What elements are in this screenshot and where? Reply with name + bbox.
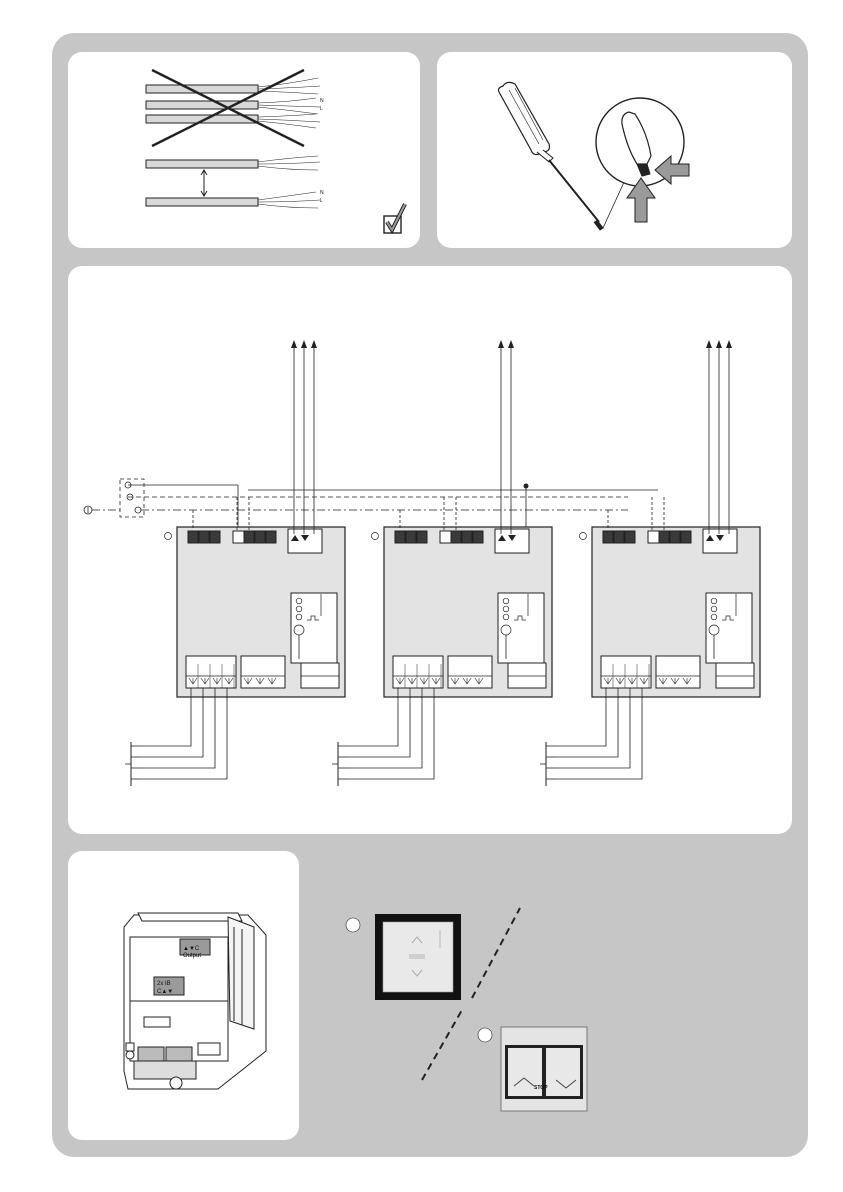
control-terminal: [440, 531, 451, 543]
earth-symbol-icon: [580, 533, 587, 540]
actuator-module-3: [540, 340, 760, 786]
program-button: [294, 625, 304, 635]
power-terminal: [406, 531, 416, 543]
control-terminal: [233, 531, 244, 543]
earth-symbol-icon: [372, 533, 379, 540]
input-wire-1: [348, 688, 410, 757]
program-button: [709, 625, 719, 635]
control-terminal: [255, 531, 265, 543]
din-module-icon: [124, 913, 266, 1089]
status-led-icon: [711, 606, 717, 612]
module-output-label: Output: [183, 953, 201, 959]
right-wire-label-l: L: [320, 198, 323, 204]
correct-cables: [146, 156, 320, 208]
input-wire-2: [348, 688, 422, 768]
input-wire-1: [141, 688, 203, 757]
input-wire-2: [556, 688, 630, 768]
power-terminal: [603, 531, 613, 543]
control-terminal: [670, 531, 680, 543]
module-figure: ▲▼C Output 2x IB C▲▼: [68, 851, 299, 1140]
earth-symbol-icon: [165, 533, 172, 540]
motor-arrow-icon: [291, 340, 297, 348]
status-led-icon: [711, 598, 717, 604]
program-button: [501, 625, 511, 635]
status-led-icon: [296, 614, 302, 620]
control-terminal: [462, 531, 472, 543]
power-terminal: [395, 531, 405, 543]
status-led-icon: [503, 614, 509, 620]
wrong-cables: [146, 70, 320, 146]
screwdriver-panel: [437, 52, 792, 248]
input-block-c: [716, 663, 754, 688]
input-wire-3: [141, 688, 227, 779]
input-wire-3: [556, 688, 642, 779]
status-led-icon: [503, 606, 509, 612]
motor-arrow-icon: [498, 340, 504, 348]
cable-stripping-figure: N L N L: [68, 52, 420, 248]
power-terminal: [625, 531, 635, 543]
motor-arrow-icon: [508, 340, 514, 348]
input-block-c: [301, 663, 339, 688]
control-terminal: [244, 531, 254, 543]
control-terminal: [451, 531, 461, 543]
control-terminal: [266, 531, 276, 543]
power-terminal: [417, 531, 427, 543]
cable-stripping-panel: N L N L: [68, 52, 420, 248]
module-input-label: 2x IB: [157, 981, 171, 987]
module-panel: ▲▼C Output 2x IB C▲▼: [68, 851, 299, 1140]
status-led-icon: [503, 598, 509, 604]
power-terminal: [614, 531, 624, 543]
input-wire-1: [556, 688, 618, 757]
motor-arrow-icon: [706, 340, 712, 348]
motor-arrow-icon: [301, 340, 307, 348]
module-output-symbols: ▲▼C: [183, 946, 200, 952]
status-led-icon: [711, 614, 717, 620]
screwdriver-icon: [499, 82, 604, 230]
motor-arrow-icon: [716, 340, 722, 348]
motor-arrow-icon: [311, 340, 317, 348]
power-terminal: [210, 531, 220, 543]
power-terminal: [188, 531, 198, 543]
control-terminal: [681, 531, 691, 543]
screwdriver-figure: [437, 52, 792, 248]
module-input-symbols: C▲▼: [157, 989, 173, 995]
input-wire-2: [141, 688, 215, 768]
control-terminal: [659, 531, 669, 543]
right-wire-label-n: N: [320, 190, 324, 196]
control-terminal: [648, 531, 659, 543]
status-led-icon: [296, 598, 302, 604]
wrong-wire-label-l: L: [320, 106, 323, 112]
actuator-module-1: [125, 340, 345, 786]
input-block-c: [508, 663, 546, 688]
status-led-icon: [296, 606, 302, 612]
actuator-module-2: [332, 340, 552, 786]
power-terminal: [199, 531, 209, 543]
checkmark-icon: [384, 204, 405, 233]
wrong-wire-label-n: N: [320, 98, 324, 104]
control-terminal: [473, 531, 483, 543]
wiring-diagram: [68, 266, 792, 834]
supply-terminal-2: [135, 507, 141, 513]
bus-junction-dot: [524, 484, 529, 489]
wiring-diagram-panel: [68, 266, 792, 834]
input-wire-3: [348, 688, 434, 779]
motor-arrow-icon: [726, 340, 732, 348]
